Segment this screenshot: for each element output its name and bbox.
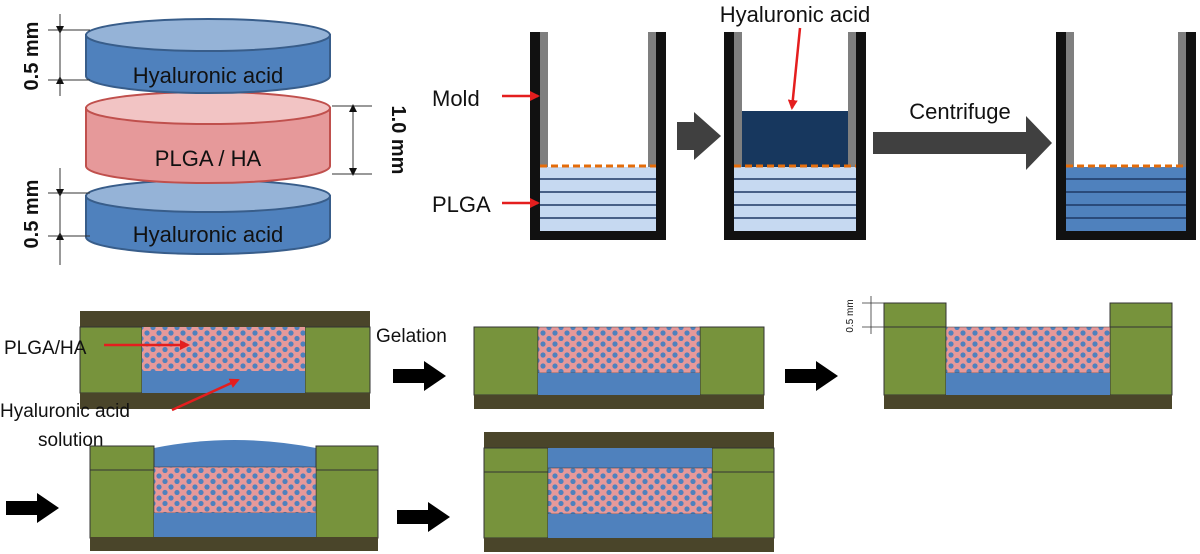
dim-small-label: 0.5 mm: [845, 299, 856, 332]
gel-step-2: [473, 326, 765, 409]
arrow-right-icon: [785, 361, 838, 391]
ha-label: Hyaluronic acid: [720, 2, 870, 27]
gel-process-row-2: [6, 432, 775, 552]
mold-label: Mold: [432, 86, 480, 111]
dim-top-label: 0.5 mm: [21, 22, 43, 91]
dim-small: 0.5 mm: [845, 296, 884, 334]
ha-pointer: [787, 27, 802, 110]
gel-step-5: [483, 432, 775, 552]
gel-step-3: 0.5 mm: [845, 296, 1173, 409]
arrow-right-icon: [677, 112, 721, 160]
disc-top-label: Hyaluronic acid: [133, 63, 283, 88]
gelation-label: Gelation: [376, 326, 447, 347]
mold-3: [1056, 32, 1196, 240]
disc-middle-plga: PLGA / HA: [85, 91, 331, 184]
centrifuge-label: Centrifuge: [909, 99, 1011, 124]
disc-top-ha: Hyaluronic acid: [85, 18, 331, 94]
centrifuge-arrow-icon: [873, 116, 1052, 170]
dim-middle-label: 1.0 mm: [387, 106, 409, 175]
plga-ha-label: PLGA/HA: [4, 338, 87, 359]
mold-2: [724, 32, 866, 240]
mold-process: Mold PLGA Hyaluronic acid Centrifuge: [432, 2, 1196, 240]
ha-solution-pointer: [171, 378, 240, 412]
disc-stack: Hyaluronic acid PLGA / HA Hyaluronic aci…: [21, 14, 409, 265]
dim-bottom: 0.5 mm: [21, 168, 90, 265]
mold-1: [530, 32, 666, 240]
arrow-right-icon: [397, 502, 450, 532]
ha-solution-label-2: solution: [38, 430, 104, 451]
gel-process: PLGA/HA Hyaluronic acid solution Gelatio…: [0, 296, 1173, 451]
arrow-right-icon: [6, 493, 59, 523]
dim-middle: 1.0 mm: [332, 104, 409, 176]
arrow-right-icon: [393, 361, 446, 391]
ha-solution-label-1: Hyaluronic acid: [0, 401, 130, 422]
dim-top: 0.5 mm: [21, 14, 90, 96]
disc-bottom-ha: Hyaluronic acid: [85, 179, 331, 255]
disc-middle-label: PLGA / HA: [155, 146, 262, 171]
gel-step-4: [89, 440, 379, 551]
disc-bottom-label: Hyaluronic acid: [133, 222, 283, 247]
dim-bottom-label: 0.5 mm: [21, 180, 43, 249]
plga-label: PLGA: [432, 192, 491, 217]
gel-step-1: [79, 311, 371, 409]
